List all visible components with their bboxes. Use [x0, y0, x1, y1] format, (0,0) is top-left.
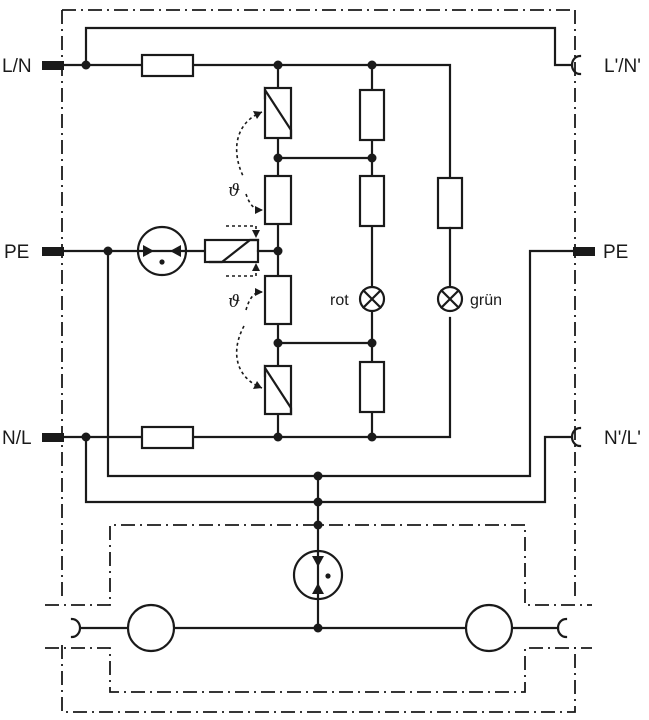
label-pe-right: PE	[603, 242, 628, 263]
socket-left	[70, 617, 82, 639]
terminal-pe-left[interactable]	[42, 247, 64, 256]
thermal-coupling-upper	[226, 111, 263, 238]
terminal-pe-right[interactable]	[573, 247, 595, 256]
resistor-green	[436, 176, 464, 230]
varistor-top	[263, 86, 293, 140]
junction-nodes	[81, 60, 377, 633]
thermal-element-lower	[263, 274, 293, 326]
indicator-lamp-red	[358, 285, 386, 313]
thermal-element-upper	[263, 174, 293, 226]
label-ln-right: L'/N'	[604, 56, 641, 77]
resistor-red-3	[358, 360, 386, 414]
terminal-nl-left[interactable]	[42, 433, 64, 442]
line-pe	[62, 249, 575, 478]
gas-discharge-tube-left	[136, 225, 188, 277]
terminal-ln-left[interactable]	[42, 61, 64, 70]
label-gruen: grün	[470, 292, 502, 309]
varistor-bottom	[263, 364, 293, 416]
socket-right	[556, 617, 568, 639]
label-pe-left: PE	[4, 242, 29, 263]
coil-left	[126, 603, 176, 653]
gas-discharge-tube-module	[292, 549, 344, 601]
inner-module-outline	[45, 524, 592, 693]
thermal-coupling-lower	[226, 263, 263, 389]
label-nl-left: N/L	[2, 428, 32, 449]
fuse-bottom	[140, 425, 195, 450]
theta-symbol-upper: ϑ	[228, 181, 240, 201]
label-nl-right: N'/L'	[604, 428, 641, 449]
column-main	[276, 63, 374, 439]
line-ln	[62, 26, 582, 180]
housing-outline	[61, 9, 576, 713]
varistor-pe	[203, 238, 280, 264]
label-rot: rot	[330, 292, 349, 309]
coil-right	[464, 603, 514, 653]
label-ln-left: L/N	[2, 56, 32, 77]
resistor-red-1	[358, 88, 386, 142]
theta-symbol-lower: ϑ	[228, 292, 240, 312]
fuse-top	[140, 53, 195, 78]
indicator-lamp-green	[436, 285, 464, 313]
resistor-red-2	[358, 174, 386, 228]
